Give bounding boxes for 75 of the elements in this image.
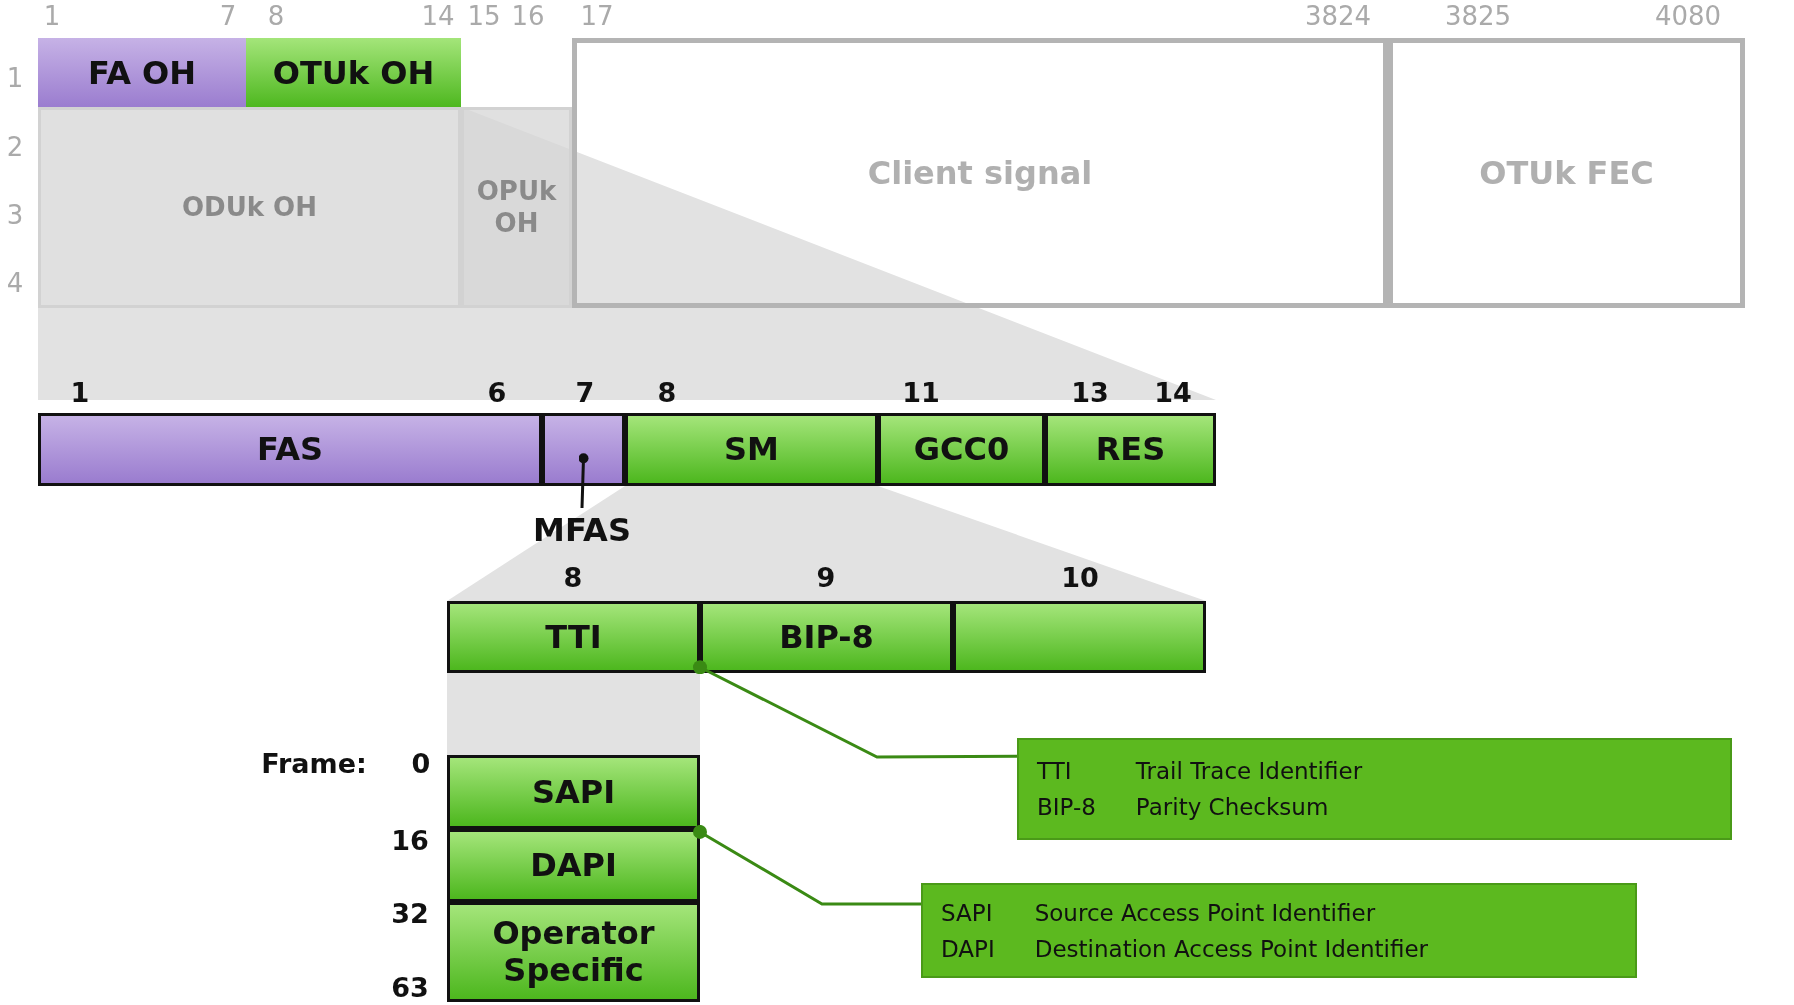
overhead-area bbox=[461, 107, 572, 308]
column-number: 17 bbox=[580, 1, 614, 31]
column-number: 3 bbox=[6, 200, 24, 230]
position-number: 8 bbox=[657, 376, 677, 408]
field-label: ODUk OH bbox=[182, 191, 317, 224]
field-label: FAS bbox=[257, 431, 323, 468]
position-number: 0 bbox=[411, 747, 431, 779]
column-number: 7 bbox=[219, 1, 237, 31]
field-cell bbox=[38, 413, 542, 486]
payload-area bbox=[572, 38, 1388, 308]
field-cell bbox=[447, 601, 700, 673]
position-number: 8 bbox=[563, 561, 583, 593]
field-cell bbox=[246, 38, 461, 108]
abbreviation-panel bbox=[1017, 738, 1732, 840]
field-cell bbox=[542, 413, 625, 486]
field-cell bbox=[447, 829, 700, 902]
field-label: GCC0 bbox=[913, 431, 1010, 468]
abbreviation-text: DAPI bbox=[941, 935, 995, 962]
column-number: 15 bbox=[467, 1, 501, 31]
field-label: TTI bbox=[545, 618, 602, 656]
fec-area bbox=[1388, 38, 1745, 308]
abbreviation-text: SAPI bbox=[941, 899, 994, 926]
abbreviation-text: Parity Checksum bbox=[1135, 794, 1330, 820]
abbreviation-panel bbox=[921, 883, 1637, 978]
field-label: DAPI bbox=[530, 847, 617, 884]
leader-line bbox=[693, 824, 921, 906]
frame-caption: Frame: bbox=[261, 747, 367, 779]
abbreviation-text: TTI bbox=[1037, 758, 1073, 784]
position-number: 6 bbox=[487, 376, 507, 408]
field-cell bbox=[447, 902, 700, 1002]
column-number: 1 bbox=[6, 63, 24, 93]
column-number: 3824 bbox=[1304, 1, 1372, 31]
column-number: 16 bbox=[511, 1, 545, 31]
overhead-area bbox=[38, 107, 461, 308]
position-number: 63 bbox=[391, 971, 429, 1003]
field-label: FA OH bbox=[87, 54, 197, 92]
leader-line bbox=[578, 453, 589, 509]
field-label: SM bbox=[724, 431, 779, 468]
position-number: 7 bbox=[575, 376, 595, 408]
leader-line bbox=[693, 660, 1017, 759]
field-label: OPUk OH bbox=[475, 176, 558, 239]
column-number: 4080 bbox=[1654, 1, 1722, 31]
position-number: 10 bbox=[1061, 561, 1099, 593]
column-number: 8 bbox=[267, 1, 285, 31]
position-number: 13 bbox=[1071, 376, 1109, 408]
field-label: OTUk FEC bbox=[1479, 154, 1654, 192]
field-cell bbox=[878, 413, 1045, 486]
position-number: 14 bbox=[1154, 376, 1192, 408]
position-number: 32 bbox=[391, 897, 429, 929]
field-cell bbox=[1045, 413, 1216, 486]
field-cell bbox=[625, 413, 878, 486]
abbreviation-text: Trail Trace Identifier bbox=[1135, 758, 1363, 784]
position-number: 1 bbox=[70, 376, 90, 408]
field-cell bbox=[953, 601, 1206, 673]
column-number: 3825 bbox=[1444, 1, 1512, 31]
field-label: OTUk OH bbox=[272, 54, 435, 92]
column-number: 1 bbox=[43, 1, 61, 31]
column-number: 4 bbox=[6, 268, 24, 298]
field-cell bbox=[700, 601, 953, 673]
abbreviation-text: BIP-8 bbox=[1037, 794, 1096, 820]
column-number: 2 bbox=[6, 132, 24, 162]
position-number: 11 bbox=[902, 376, 940, 408]
field-label: SAPI bbox=[531, 773, 616, 811]
column-number: 14 bbox=[421, 1, 455, 31]
field-caption: MFAS bbox=[522, 508, 642, 552]
abbreviation-text: Destination Access Point Identifier bbox=[1034, 935, 1429, 962]
field-label: RES bbox=[1095, 431, 1166, 468]
field-cell bbox=[38, 38, 246, 108]
field-label: BIP-8 bbox=[779, 618, 874, 656]
field-label: Operator Specific bbox=[491, 915, 656, 989]
position-number: 16 bbox=[391, 824, 429, 856]
position-number: 9 bbox=[816, 561, 836, 593]
field-cell bbox=[447, 755, 700, 829]
abbreviation-text: Source Access Point Identifier bbox=[1034, 899, 1377, 926]
field-label: Client signal bbox=[867, 154, 1093, 192]
